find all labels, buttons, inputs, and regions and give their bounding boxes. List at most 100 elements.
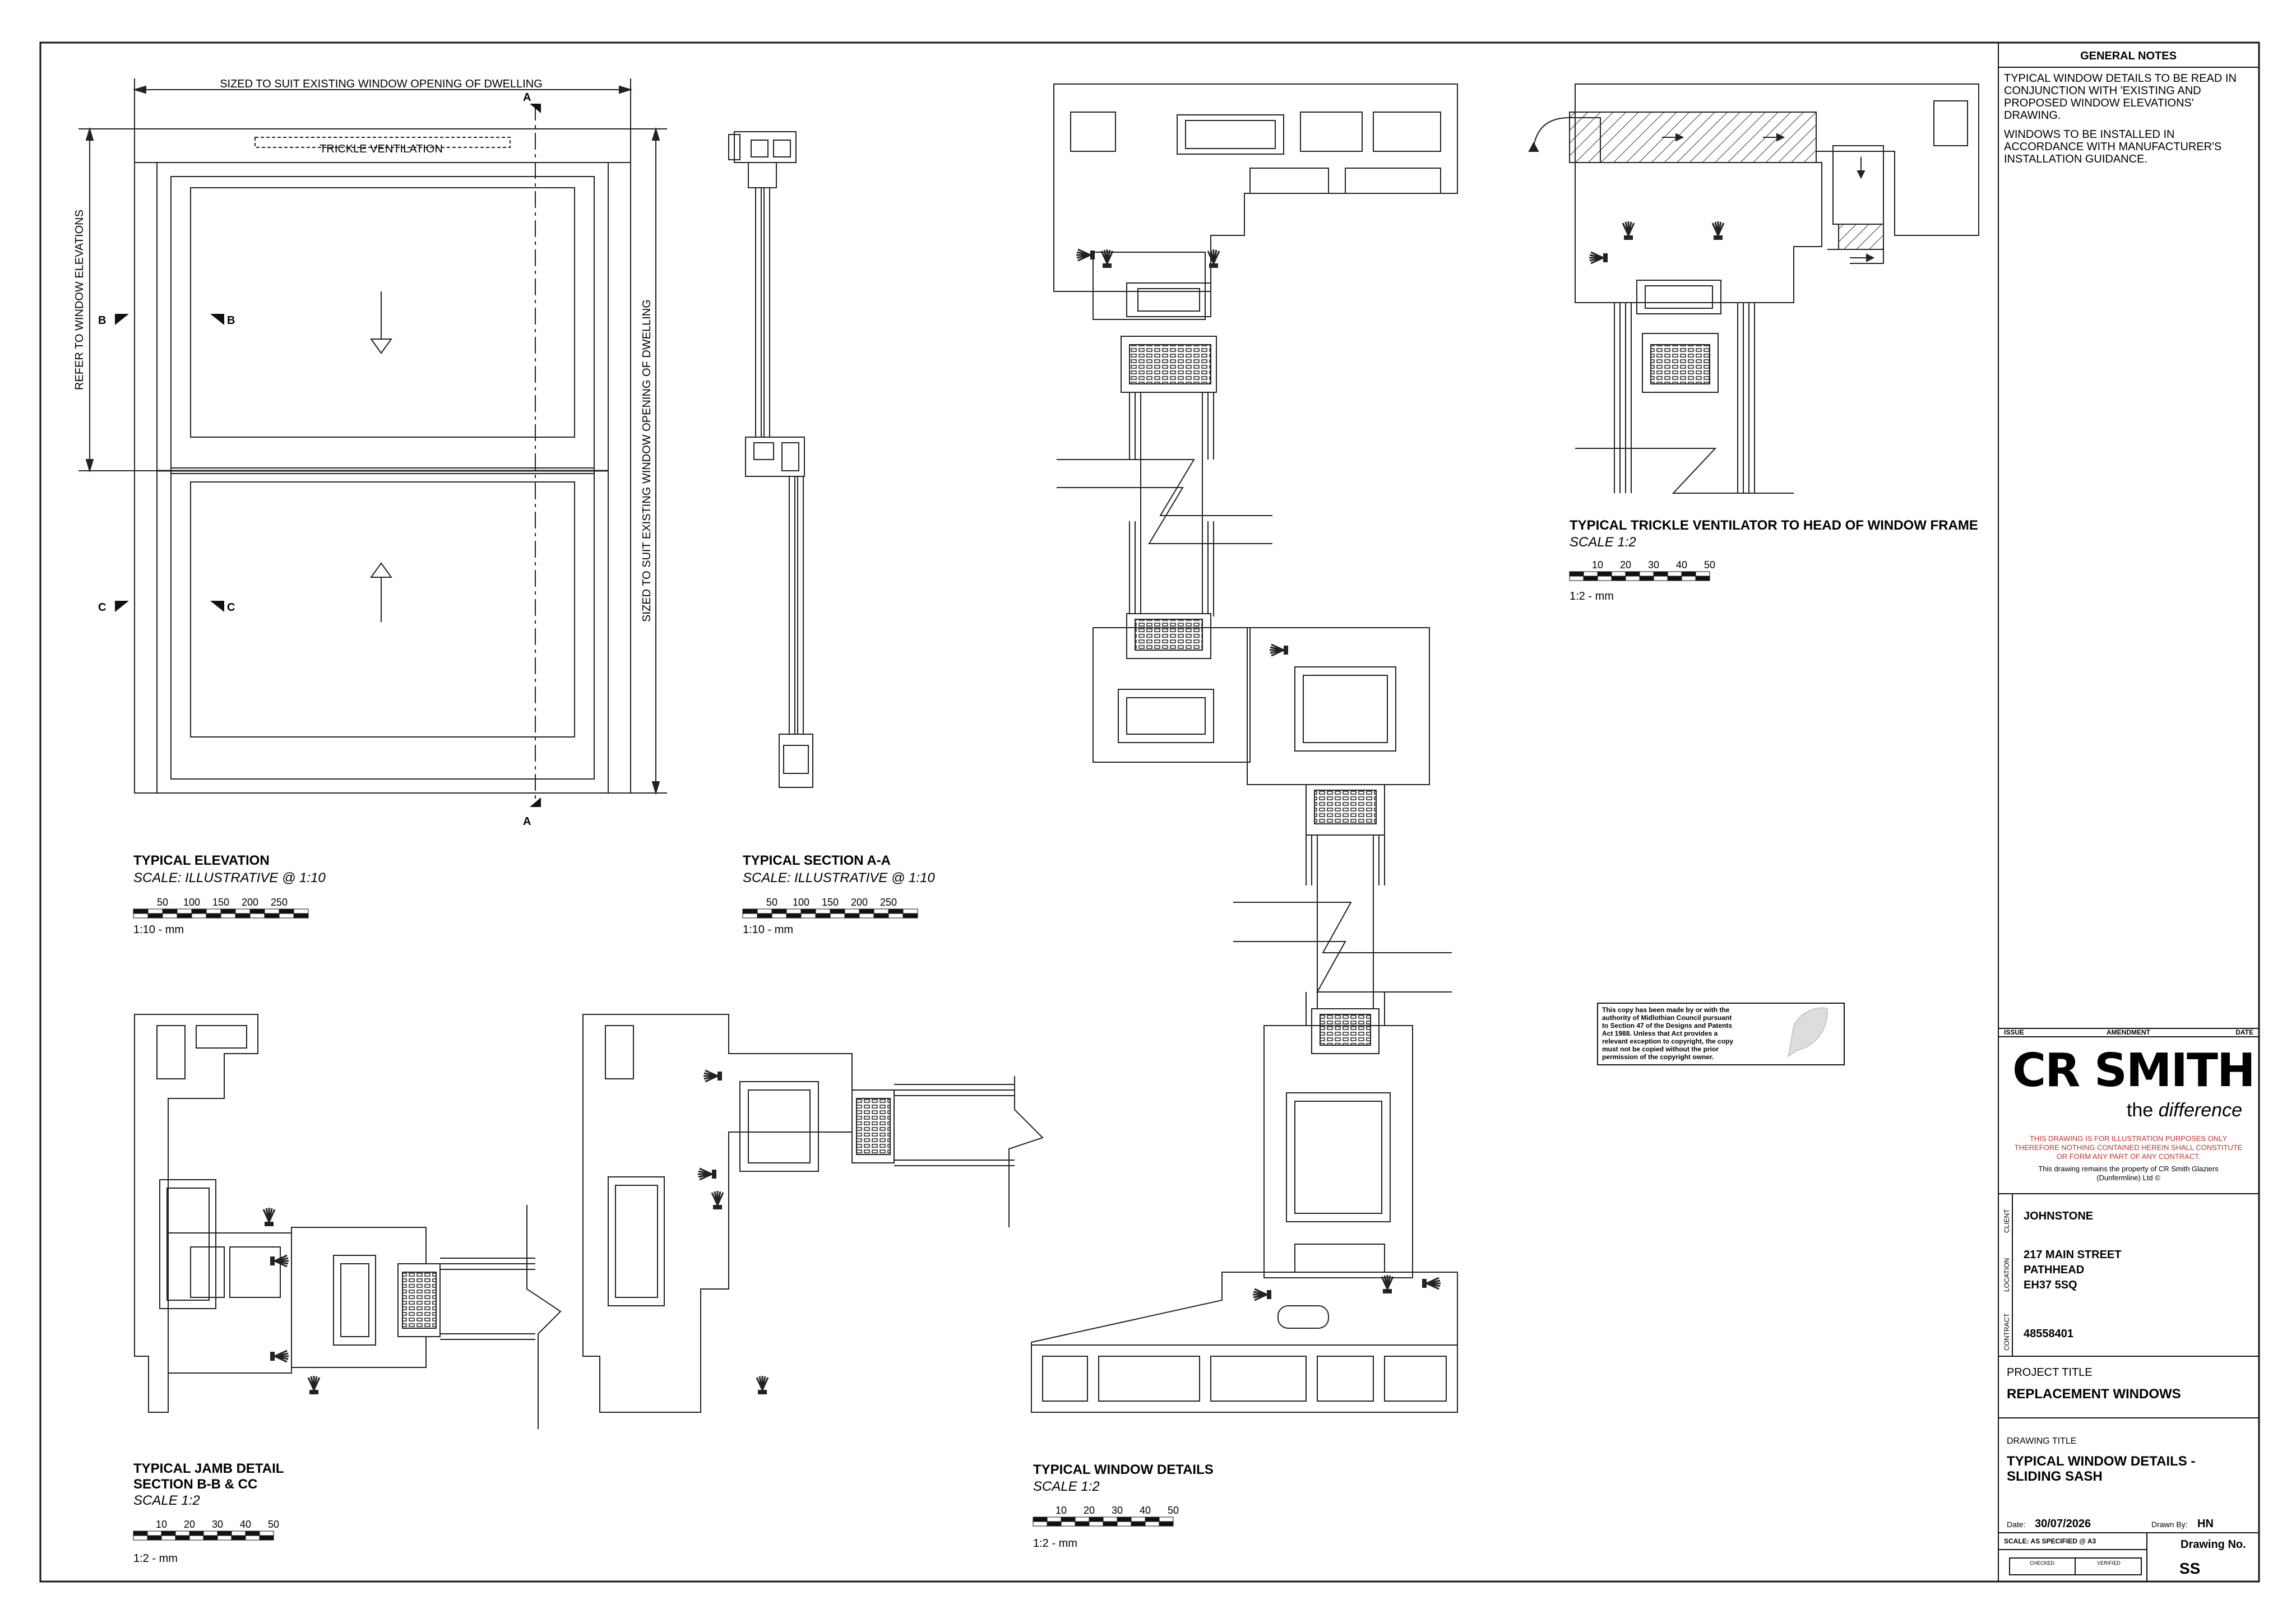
- elevation-left-dimension: REFER TO WINDOW ELEVATIONS: [73, 210, 86, 390]
- copyright-line-2: authority of Midlothian Council pursuant: [1602, 1014, 1732, 1022]
- notes-2-line-1: WINDOWS TO BE INSTALLED IN: [2004, 128, 2175, 141]
- contract-value: 48558401: [2024, 1328, 2073, 1340]
- scalebar-tick-label: 250: [880, 897, 897, 908]
- scalebar-segment: [175, 1531, 190, 1536]
- jamb-detail-scalebar-unit: 1:2 - mm: [133, 1552, 178, 1565]
- scalebar-segment: [1569, 571, 1584, 577]
- scalebar-segment: [259, 1535, 274, 1541]
- scalebar-segment: [147, 1531, 162, 1536]
- scalebar-segment: [245, 1535, 260, 1541]
- trickle-detail-arrows: [1528, 133, 1875, 262]
- scalebar-segment: [1625, 576, 1640, 581]
- notes-2-line-3: INSTALLATION GUIDANCE.: [2004, 153, 2147, 165]
- scalebar-segment: [1639, 576, 1654, 581]
- notes-1-line-1: TYPICAL WINDOW DETAILS TO BE READ IN: [2004, 72, 2237, 85]
- scalebar-segment: [1061, 1521, 1076, 1527]
- scalebar-segment: [1653, 576, 1668, 581]
- scalebar-segment: [1075, 1517, 1090, 1522]
- scalebar-tick-label: 20: [184, 1519, 195, 1530]
- elevation-title: TYPICAL ELEVATION: [133, 853, 270, 868]
- elevation-scalebar-unit: 1:10 - mm: [133, 924, 184, 936]
- scalebar-segment: [742, 913, 758, 919]
- scalebar-segment: [1653, 571, 1668, 577]
- scalebar-segment: [1117, 1517, 1132, 1522]
- scalebar-segment: [191, 913, 207, 919]
- section-aa-scalebar-unit: 1:10 - mm: [743, 924, 793, 936]
- project-title-value: REPLACEMENT WINDOWS: [2007, 1386, 2181, 1402]
- scalebar-segment: [293, 913, 309, 919]
- scalebar-segment: [1159, 1521, 1174, 1527]
- scalebar-tick-label: 30: [1648, 559, 1659, 571]
- scalebar-segment: [830, 908, 845, 914]
- jamb-detail-scale: SCALE 1:2: [133, 1493, 200, 1508]
- scalebar-tick-label: 150: [212, 897, 229, 908]
- scalebar-segment: [1611, 576, 1626, 581]
- jamb-detail-title-2: SECTION B-B & CC: [133, 1477, 257, 1492]
- scalebar-tick-label: 200: [242, 897, 258, 908]
- copyright-line-7: permission of the copyright owner.: [1602, 1053, 1714, 1061]
- scalebar-tick-label: 10: [1592, 559, 1603, 571]
- copyright-line-4: Act 1988. Unless that Act provides a: [1602, 1030, 1718, 1037]
- scalebar-tick-label: 40: [1140, 1505, 1151, 1516]
- typical-jamb-detail: [134, 1014, 1044, 1429]
- scalebar-segment: [1089, 1517, 1104, 1522]
- marker-a-top: A: [523, 91, 531, 104]
- scalebar-tick-label: 10: [1056, 1505, 1067, 1516]
- notes-2-line-2: ACCORDANCE WITH MANUFACTURER'S: [2004, 141, 2221, 153]
- scalebar-segment: [1597, 571, 1612, 577]
- scalebar-tick-label: 30: [1112, 1505, 1123, 1516]
- scalebar-segment: [264, 913, 280, 919]
- scalebar-segment: [771, 913, 787, 919]
- scalebar-segment: [1583, 576, 1598, 581]
- scalebar-segment: [1681, 571, 1696, 577]
- scalebar-segment: [264, 908, 280, 914]
- scalebar-tick-label: 200: [851, 897, 868, 908]
- drawing-title-line-1: TYPICAL WINDOW DETAILS -: [2007, 1454, 2195, 1469]
- contract-label: CONTRACT: [2003, 1313, 2011, 1351]
- trickle-detail-seals: [1588, 220, 1725, 265]
- scalebar-segment: [844, 908, 860, 914]
- scalebar-segment: [771, 908, 787, 914]
- scalebar-tick-label: 250: [271, 897, 288, 908]
- scalebar-segment: [1611, 571, 1626, 577]
- scalebar-segment: [1667, 576, 1682, 581]
- scalebar-segment: [1117, 1521, 1132, 1527]
- scalebar-segment: [1075, 1521, 1090, 1527]
- scalebar-tick-label: 10: [156, 1519, 167, 1530]
- cr-smith-logo: CR SMITH: [2012, 1044, 2255, 1097]
- scalebar-segment: [757, 913, 772, 919]
- scalebar-segment: [859, 913, 874, 919]
- scalebar-segment: [293, 908, 309, 914]
- scalebar-segment: [1625, 571, 1640, 577]
- scalebar-segment: [830, 913, 845, 919]
- scalebar-segment: [249, 913, 265, 919]
- scalebar-segment: [888, 913, 904, 919]
- scalebar-segment: [1667, 571, 1682, 577]
- client-value: JOHNSTONE: [2024, 1210, 2093, 1222]
- scalebar-segment: [245, 1531, 260, 1536]
- scalebar-segment: [1103, 1517, 1118, 1522]
- rev-amendment-label: AMENDMENT: [2107, 1028, 2151, 1036]
- scalebar-segment: [177, 913, 192, 919]
- scalebar-segment: [217, 1535, 232, 1541]
- scalebar-segment: [873, 908, 889, 914]
- scalebar-segment: [873, 913, 889, 919]
- scalebar-segment: [815, 913, 831, 919]
- scalebar-segment: [162, 908, 178, 914]
- logo-tagline: the difference: [2127, 1100, 2242, 1121]
- marker-c-right: C: [227, 601, 235, 614]
- scalebar-segment: [175, 1535, 190, 1541]
- typical-section-aa: [728, 131, 813, 788]
- rev-issue-label: ISSUE: [2004, 1028, 2024, 1036]
- copyright-line-3: to Section 47 of the Designs and Patents: [1602, 1022, 1732, 1030]
- elevation-right-dimension: SIZED TO SUIT EXISTING WINDOW OPENING OF…: [641, 299, 653, 622]
- scalebar-segment: [231, 1535, 246, 1541]
- scalebar-segment: [147, 913, 163, 919]
- scalebar-segment: [1145, 1517, 1160, 1522]
- scalebar-segment: [161, 1535, 176, 1541]
- general-notes-heading: GENERAL NOTES: [2080, 50, 2177, 62]
- window-details-scale: SCALE 1:2: [1033, 1479, 1100, 1494]
- scalebar-segment: [742, 908, 758, 914]
